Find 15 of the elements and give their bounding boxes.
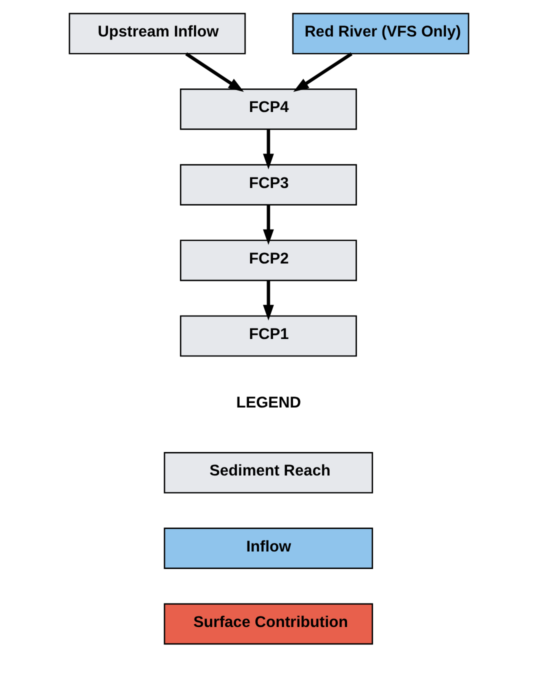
legend-label: Inflow: [246, 538, 292, 555]
node-box: FCP2: [180, 239, 357, 281]
node-box: Upstream Inflow: [68, 12, 246, 54]
arrow: [262, 204, 274, 244]
arrow: [185, 52, 244, 92]
arrow: [293, 52, 352, 92]
node-box: FCP3: [180, 164, 357, 205]
legend-label: Sediment Reach: [210, 462, 330, 480]
label: LEGEND: [236, 394, 301, 411]
legend-label: Surface Contribution: [193, 613, 348, 630]
node-box: FCP4: [180, 88, 357, 130]
arrow: [262, 280, 274, 320]
node-box: Red River (VFS Only): [292, 12, 470, 54]
arrow: [262, 129, 274, 169]
node-box: FCP1: [180, 314, 357, 356]
